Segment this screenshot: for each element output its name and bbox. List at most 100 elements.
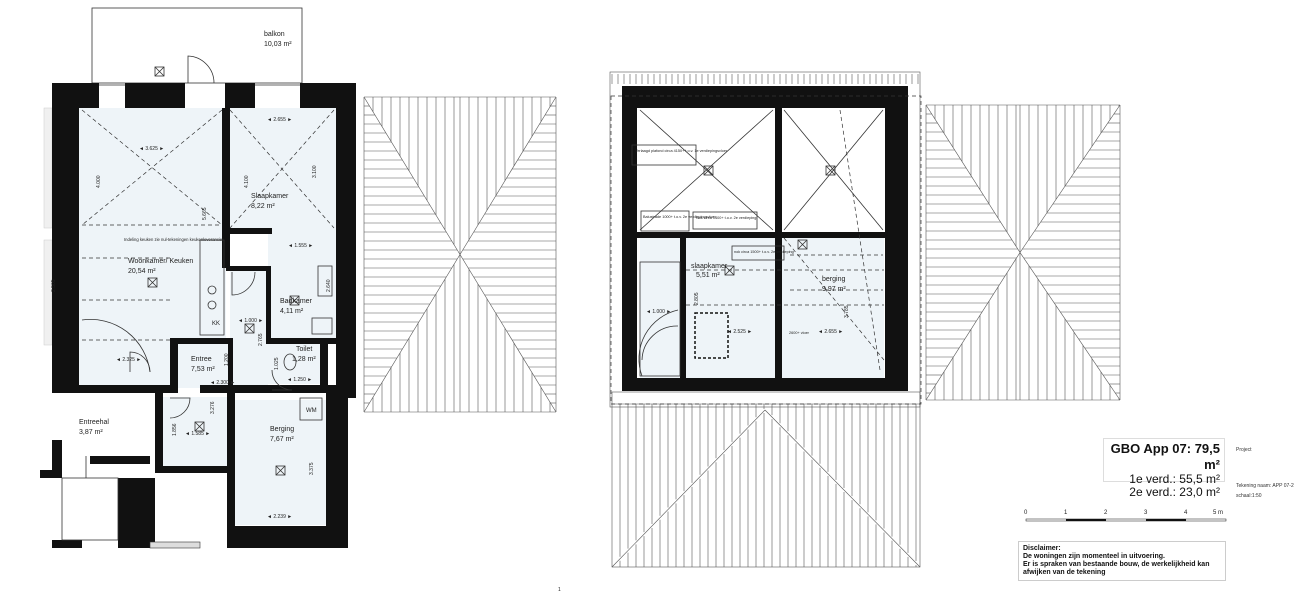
kitchen-note: Indeling keuken zie nul-tekeningen keuke… (124, 237, 224, 242)
room-area: 7,53 m² (191, 366, 215, 373)
room-label: Entree (191, 356, 212, 363)
room-label: berging (822, 276, 845, 283)
shower (317, 265, 333, 297)
dimension-label: 3.785 (844, 305, 850, 318)
room-label: Woonkamer/ Keuken (128, 258, 193, 265)
dimension-label: 3.375 (309, 462, 315, 475)
dimension-label: ◄ 1.000 ► (238, 318, 263, 324)
summary-line-2: 2e verd.: 23,0 m² (1129, 485, 1220, 499)
balcony-outline (91, 7, 303, 84)
stair-area (639, 261, 681, 377)
stair-curve (641, 325, 679, 361)
note-text: Nok circa 1400+ t.o.v. 2e verdieping (696, 216, 756, 220)
room-label: Berging (270, 426, 294, 433)
room-area: 5,51 m² (696, 272, 720, 279)
dimension-label: 5.665 (202, 207, 208, 220)
drawing-name: Tekening naam: APP 07-2 (1236, 483, 1294, 489)
dimension-label: ◄ 2.300 ► (210, 380, 235, 386)
dimension-label: ◄ 1.555 ► (288, 243, 313, 249)
note-box (731, 245, 785, 261)
note-text: Verlaagd plafond circa 4150+ t.o.v. 1e v… (635, 149, 728, 153)
dimension-label: ◄ 1.000 ► (646, 309, 671, 315)
room-fill-entree (178, 338, 268, 388)
summary-line-1: 1e verd.: 55,5 m² (1129, 472, 1220, 486)
scale-tick: 0 (1024, 510, 1028, 516)
disclaimer-line: De woningen zijn momenteel in uitvoering… (1023, 553, 1165, 560)
dimension-label: ◄ 2.325 ► (116, 357, 141, 363)
room-label: Toilet (296, 346, 312, 353)
disclaimer-box: Disclaimer: De woningen zijn momenteel i… (1018, 541, 1226, 581)
hatch-opening (694, 312, 729, 359)
note-box (640, 210, 690, 232)
walls-plan-1 (40, 83, 356, 548)
entrance-area (61, 477, 119, 541)
scale-tick: 5 m (1213, 510, 1223, 516)
room-diagonals-plan-1 (81, 109, 335, 341)
dimension-label: 2.765 (258, 333, 264, 346)
door-swing (169, 397, 191, 419)
scale-tick: 4 (1184, 510, 1188, 516)
door-swing (129, 351, 151, 373)
disclaimer-title: Disclaimer: (1023, 545, 1061, 552)
room-label: Slaapkamer (251, 193, 289, 200)
dimension-label: ◄ 2.655 ► (818, 329, 843, 335)
dimension-label: 1.856 (172, 423, 178, 436)
room-area: 3,87 m² (79, 429, 103, 436)
summary-title: GBO App 07: 79,5 m² (1110, 441, 1220, 472)
dimension-label: 3.100 (312, 165, 318, 178)
page-marker: 1 (558, 587, 561, 592)
washing-machine (299, 397, 323, 421)
stove-burner (207, 300, 217, 310)
room-fill-gang (230, 270, 268, 338)
ceiling-points (147, 66, 300, 476)
room-area: 8,22 m² (251, 203, 275, 210)
roof-hatch-3 (611, 403, 921, 568)
ceiling-points (703, 165, 836, 276)
room-fill-hal (163, 397, 227, 467)
room-area: 10,03 m² (264, 41, 292, 48)
door-swing (271, 369, 293, 391)
dimension-label: 1.200 (224, 353, 230, 366)
note-box (631, 144, 697, 166)
stove-burner (207, 285, 217, 295)
exterior-strip (43, 107, 53, 229)
scale-tick: 2 (1104, 510, 1108, 516)
dimension-label: ◄ 2.655 ► (267, 117, 292, 123)
room-label: slaapkamer (691, 263, 728, 270)
toilet-bowl (283, 353, 297, 371)
kk-label: KK (212, 321, 220, 327)
dimension-label: 2.640 (326, 279, 332, 292)
wm-label: WM (306, 408, 317, 414)
disclaimer-line: afwijken van de tekening (1023, 569, 1106, 576)
room-area: 20,54 m² (128, 268, 156, 275)
threshold (149, 541, 201, 549)
dimension-label: 2600+ vloer (789, 331, 810, 335)
scale-tick: 3 (1144, 510, 1148, 516)
dimension-label: ◄ 1.250 ► (287, 377, 312, 383)
room-label: Badkamer (280, 298, 313, 305)
dimension-label: ◄ 3.625 ► (139, 146, 164, 152)
roof-lines-plan-2 (686, 109, 885, 371)
kitchen-counter (199, 239, 225, 336)
room-diagonals-plan-2 (639, 109, 884, 231)
room-label: Entreehal (79, 419, 109, 426)
dimension-label: ◄ 2.239 ► (267, 514, 292, 520)
note-box (692, 211, 758, 230)
dimension-label: 2.505 (51, 279, 57, 292)
note-text: nok circa 1500+ t.o.v. 2e verdieping (734, 250, 794, 254)
room-label: balkon (264, 31, 285, 38)
eave-line (610, 95, 922, 405)
sink (311, 317, 333, 335)
dimension-label: 2.805 (694, 292, 700, 305)
dimension-label: ◄ 2.525 ► (727, 329, 752, 335)
dimension-label: 1.025 (274, 357, 280, 370)
roof-outline-2 (609, 71, 921, 568)
dimension-label: 4.000 (96, 175, 102, 188)
dimension-label: ◄ 1.585 ► (185, 431, 210, 437)
drawing-scale: schaal:1:50 (1236, 493, 1262, 499)
scale-bar: 0 1 2 3 4 5 m (1024, 510, 1227, 522)
room-area: 4,11 m² (280, 308, 304, 315)
stair-curve (638, 309, 679, 377)
note-text: Balustrade 1000+ t.o.v. 2e verdiepingsvl… (643, 215, 717, 219)
